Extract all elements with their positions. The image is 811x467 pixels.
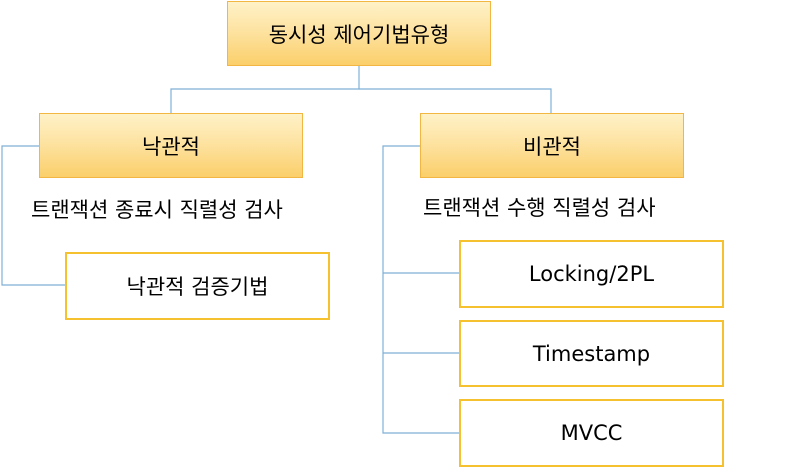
connector-optimistic-to-validation <box>1 145 65 286</box>
connector-root-to-pessimistic <box>359 88 552 113</box>
optimistic-caption: 트랜잭션 종료시 직렬성 검사 <box>31 198 283 222</box>
timestamp-label: Timestamp <box>532 341 651 366</box>
connector-pessimistic-trunk <box>382 145 459 434</box>
mvcc-label: MVCC <box>560 421 623 445</box>
root-node: 동시성 제어기법유형 <box>227 1 491 66</box>
timestamp-node: Timestamp <box>459 320 724 387</box>
root-node-label: 동시성 제어기법유형 <box>268 22 450 47</box>
pessimistic-node: 비관적 <box>420 113 684 178</box>
connector-root-to-branches <box>170 66 360 113</box>
locking-2pl-node: Locking/2PL <box>459 240 724 308</box>
optimistic-node-label: 낙관적 <box>142 134 200 159</box>
optimistic-validation-label: 낙관적 검증기법 <box>126 275 269 299</box>
optimistic-validation-node: 낙관적 검증기법 <box>65 252 330 320</box>
pessimistic-caption: 트랜잭션 수행 직렬성 검사 <box>423 196 656 220</box>
optimistic-node: 낙관적 <box>39 113 303 178</box>
mvcc-node: MVCC <box>459 399 724 467</box>
locking-2pl-label: Locking/2PL <box>528 262 655 286</box>
pessimistic-node-label: 비관적 <box>523 134 581 159</box>
